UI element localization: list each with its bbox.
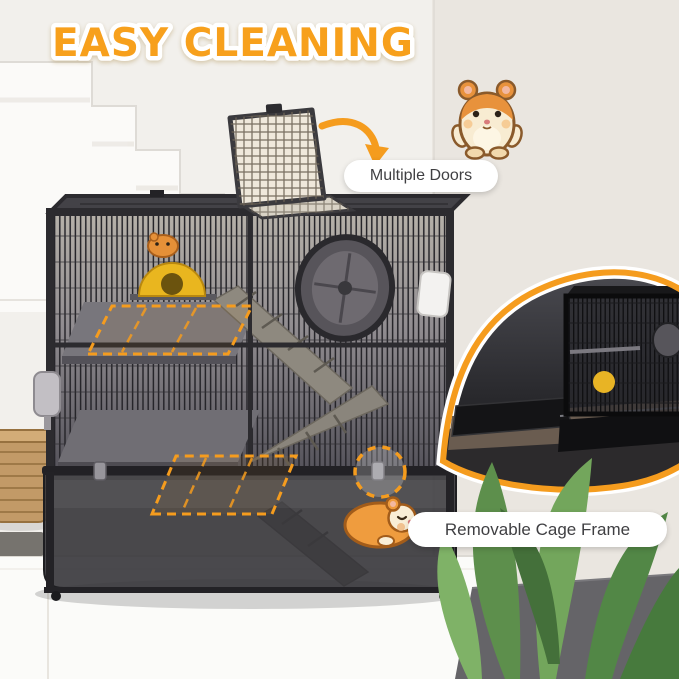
callout-removable-cage-frame: Removable Cage Frame — [408, 512, 667, 547]
hamster-in-house-icon — [147, 232, 179, 258]
base-tray — [42, 461, 458, 601]
hamster-cage — [33, 188, 471, 609]
curved-arrow-icon — [318, 118, 389, 166]
shelf-highlight-lower — [149, 454, 299, 516]
shelf-highlight-upper — [85, 304, 255, 356]
callout-multiple-doors-label: Multiple Doors — [369, 167, 473, 184]
exercise-wheel — [294, 234, 396, 342]
page-title: EASY CLEANING — [52, 21, 414, 66]
hamster-house — [130, 232, 216, 300]
headline: EASY CLEANING — [48, 17, 418, 71]
dashed-highlight-circle-icon — [353, 445, 407, 499]
wicker-basket — [0, 429, 53, 556]
detached-door-panel — [227, 103, 357, 220]
hamster-standing-icon — [451, 79, 523, 160]
hamster-sleeping-icon — [343, 496, 417, 549]
water-bottle — [33, 371, 61, 430]
food-dispenser — [416, 270, 452, 318]
callout-removable-cage-frame-label: Removable Cage Frame — [444, 519, 631, 539]
callout-multiple-doors: Multiple Doors — [344, 160, 498, 192]
